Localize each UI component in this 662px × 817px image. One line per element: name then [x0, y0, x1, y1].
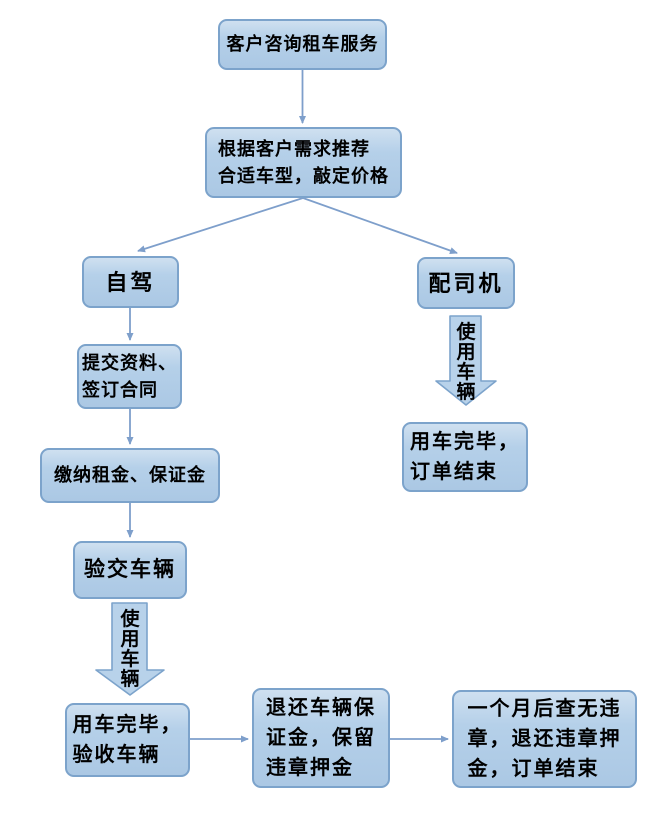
- node-pay-fees-text: 缴纳租金、保证金: [54, 465, 206, 485]
- node-with-driver: 配司机: [417, 257, 515, 309]
- node-recommend-line1: 根据客户需求推荐: [218, 138, 370, 159]
- block-arrow-use-vehicle-right: 使用车辆: [435, 315, 497, 406]
- node-submit-docs: 提交资料、 签订合同: [77, 344, 182, 409]
- node-refund-deposit-line2: 证金，保留: [266, 727, 376, 749]
- node-self-drive-text: 自驾: [105, 269, 156, 295]
- node-consult-text: 客户咨询租车服务: [226, 34, 379, 54]
- node-submit-docs-line2: 签订合同: [82, 379, 158, 400]
- connector-recommend-with-driver: [302, 197, 458, 254]
- node-recommend-line2: 合适车型，敲定价格: [218, 165, 389, 186]
- block-arrow-right-label: 使用车辆: [456, 322, 476, 403]
- node-refund-deposit-line3: 违章押金: [266, 757, 354, 779]
- node-usage-done-right-line1: 用车完毕，: [410, 431, 520, 453]
- node-submit-docs-line1: 提交资料、: [82, 352, 177, 373]
- node-recommend: 根据客户需求推荐 合适车型，敲定价格: [205, 127, 402, 198]
- node-final-settle-line3: 金，订单结束: [467, 758, 600, 780]
- node-usage-done-left: 用车完毕， 验收车辆: [65, 703, 190, 777]
- block-arrow-left-shape: [95, 602, 165, 696]
- node-refund-deposit-line1: 退还车辆保: [266, 697, 376, 719]
- node-self-drive: 自驾: [82, 256, 179, 308]
- node-handover: 验交车辆: [73, 541, 187, 599]
- node-usage-done-right-line2: 订单结束: [410, 461, 498, 483]
- node-with-driver-text: 配司机: [428, 270, 504, 296]
- node-usage-done-right: 用车完毕， 订单结束: [402, 422, 528, 492]
- node-usage-done-left-line2: 验收车辆: [72, 744, 161, 766]
- node-final-settle-line2: 章，退还违章押: [467, 728, 622, 750]
- block-arrow-right-shape: [435, 315, 497, 406]
- node-refund-deposit: 退还车辆保 证金，保留 违章押金: [252, 688, 390, 788]
- node-usage-done-left-line1: 用车完毕，: [72, 714, 183, 736]
- node-consult: 客户咨询租车服务: [218, 19, 387, 70]
- node-final-settle-line1: 一个月后查无违: [467, 698, 622, 720]
- block-arrow-use-vehicle-left: 使用车辆: [95, 602, 165, 696]
- node-handover-text: 验交车辆: [84, 557, 176, 582]
- block-arrow-left-label: 使用车辆: [120, 609, 140, 690]
- node-pay-fees: 缴纳租金、保证金: [40, 448, 220, 503]
- node-final-settle: 一个月后查无违 章，退还违章押 金，订单结束: [452, 690, 637, 788]
- connector-recommend-self-drive: [137, 197, 304, 253]
